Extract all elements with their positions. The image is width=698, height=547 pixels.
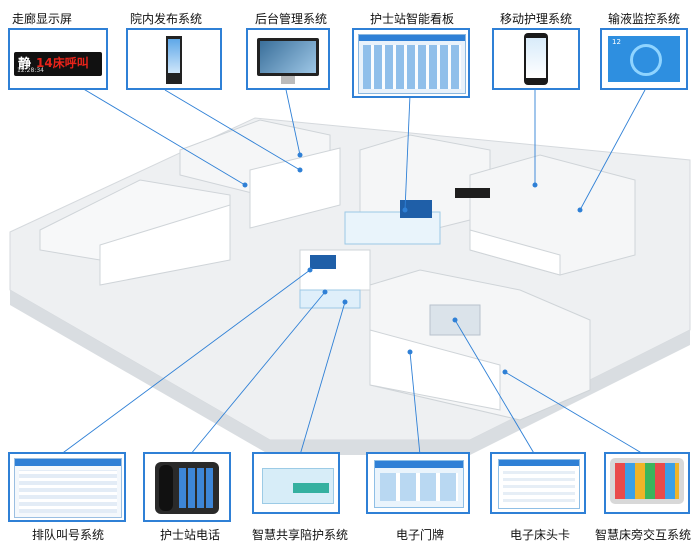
board-screen (358, 34, 466, 94)
monitor-screen (257, 38, 319, 76)
led-panel: 静 14床呼叫 12:28:34 (14, 52, 102, 76)
label-nurse-station-phone: 护士站电话 (160, 528, 221, 542)
card-electronic-doorplate (366, 452, 470, 514)
led-quiet-char: 静 (18, 57, 32, 72)
card-backend-management (246, 28, 330, 90)
infusion-screen: 12 (608, 36, 680, 82)
card-bedside-interaction (604, 452, 690, 514)
label-queue-calling: 排队叫号系统 (32, 528, 105, 542)
label-nurse-station-board: 护士站智能看板 (370, 12, 455, 26)
label-backend-management: 后台管理系统 (255, 12, 328, 26)
bedside-card-screen (498, 459, 580, 509)
infusion-number: 12 (612, 38, 621, 46)
label-mobile-nursing: 移动护理系统 (500, 12, 573, 26)
care-bed-unit (262, 468, 334, 504)
led-call-message: 14床呼叫 (36, 56, 89, 70)
label-infusion-monitor: 输液监控系统 (608, 12, 681, 26)
desk-phone (155, 462, 219, 514)
label-corridor-display: 走廊显示屏 (12, 12, 73, 26)
label-bedside-card: 电子床头卡 (510, 528, 571, 542)
card-nurse-station-board (352, 28, 470, 98)
interaction-terminal (610, 458, 684, 504)
label-hospital-publish: 院内发布系统 (130, 12, 203, 26)
infusion-ring-icon (630, 44, 662, 76)
card-queue-calling (8, 452, 126, 522)
kiosk-screen (166, 36, 182, 84)
label-bedside-interaction: 智慧床旁交互系统 (595, 528, 692, 542)
doorplate-screen (374, 460, 464, 508)
card-shared-care (252, 452, 340, 514)
label-shared-care: 智慧共享陪护系统 (252, 528, 349, 542)
card-corridor-display: 静 14床呼叫 12:28:34 (8, 28, 108, 90)
phone-device (524, 33, 548, 85)
card-infusion-monitor: 12 (600, 28, 688, 90)
card-hospital-publish (126, 28, 222, 90)
card-nurse-station-phone (143, 452, 231, 522)
card-mobile-nursing (492, 28, 580, 90)
queue-screen (14, 458, 122, 518)
card-bedside-card (490, 452, 586, 514)
label-electronic-doorplate: 电子门牌 (396, 528, 445, 542)
led-time: 12:28:34 (17, 67, 44, 74)
